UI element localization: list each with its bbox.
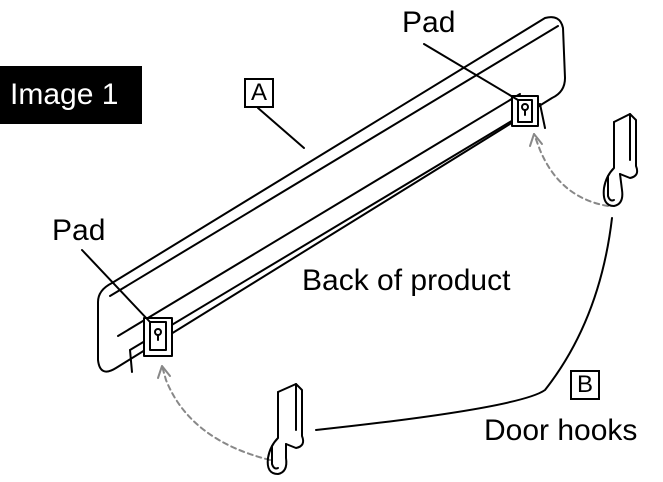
label-pad-left: Pad [52, 214, 106, 247]
label-back-of-product: Back of product [302, 264, 511, 297]
callout-b: B [570, 370, 600, 400]
pad-right [511, 95, 539, 127]
label-pad-top: Pad [402, 6, 456, 39]
image-badge: Image 1 [0, 66, 142, 124]
leader-a [257, 107, 305, 149]
dashed-arrow-left [161, 365, 271, 461]
leader-pad-left [81, 249, 151, 323]
arrow-head-left [157, 365, 171, 379]
door-hook-left [266, 383, 305, 475]
door-hook-right [602, 113, 639, 207]
dashed-arrow-right [533, 133, 609, 207]
label-door-hooks: Door hooks [484, 414, 638, 447]
pad-left [143, 317, 173, 357]
arrow-head-right [529, 133, 543, 147]
callout-a: A [244, 78, 274, 108]
product-panel [97, 16, 566, 373]
leader-b [315, 217, 613, 431]
leader-pad-top [423, 43, 519, 101]
